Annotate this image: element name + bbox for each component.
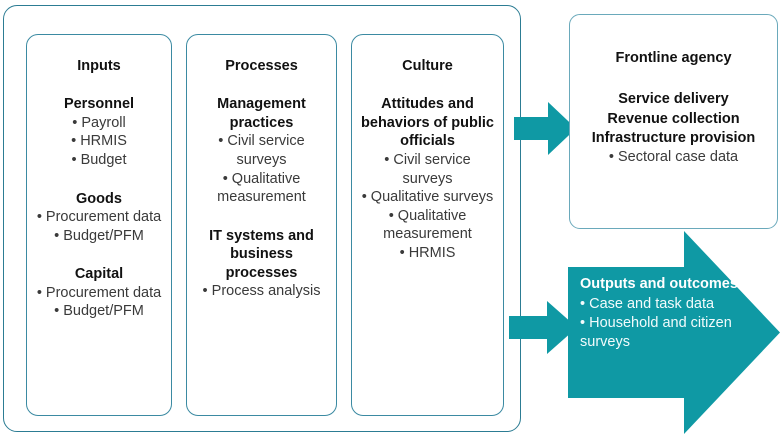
pillar-title-inputs: Inputs xyxy=(77,58,121,74)
list-item: HRMIS xyxy=(33,132,165,151)
list-item: Civil service surveys xyxy=(193,132,330,169)
frontline-agency-content: Service delivery Revenue collection Infr… xyxy=(575,90,772,167)
pillar-card-processes: Processes Management practices Civil ser… xyxy=(186,34,337,416)
pillar-card-culture: Culture Attitudes and behaviors of publi… xyxy=(351,34,504,416)
list-item: Household and citizen surveys xyxy=(580,314,746,352)
frontline-agency-title: Frontline agency xyxy=(615,50,732,66)
list-item: Budget/PFM xyxy=(33,227,165,246)
bullet-list-goods: Procurement data Budget/PFM xyxy=(33,208,165,245)
group-capital: Capital Procurement data Budget/PFM xyxy=(33,265,165,321)
pillar-title-processes: Processes xyxy=(225,58,298,74)
group-heading-it-systems: IT systems and business processes xyxy=(209,227,314,281)
group-heading-capital: Capital xyxy=(74,266,124,283)
group-management-practices: Management practices Civil service surve… xyxy=(193,95,330,206)
frontline-line: Infrastructure provision xyxy=(591,129,756,146)
list-item: Process analysis xyxy=(193,282,330,301)
bullet-list-it-systems: Process analysis xyxy=(193,282,330,301)
group-it-systems: IT systems and business processes Proces… xyxy=(193,227,330,301)
public-sector-production-container: Inputs Personnel Payroll HRMIS Budget Go… xyxy=(3,5,521,432)
list-item: Sectoral case data xyxy=(575,148,772,167)
list-item: Qualitative measurement xyxy=(358,207,497,244)
outputs-and-outcomes-content: Outputs and outcomes Case and task data … xyxy=(580,275,746,351)
list-item: Payroll xyxy=(33,114,165,133)
bullet-list-management-practices: Civil service surveys Qualitative measur… xyxy=(193,132,330,206)
list-item: Qualitative surveys xyxy=(358,188,497,207)
list-item: Procurement data xyxy=(33,284,165,303)
pillar-card-inputs: Inputs Personnel Payroll HRMIS Budget Go… xyxy=(26,34,172,416)
list-item: HRMIS xyxy=(358,244,497,263)
group-heading-management-practices: Management practices xyxy=(217,96,306,131)
frontline-agency-card: Frontline agency Service delivery Revenu… xyxy=(569,14,778,229)
outputs-and-outcomes-title: Outputs and outcomes xyxy=(580,276,738,292)
group-heading-goods: Goods xyxy=(76,190,122,207)
list-item: Budget xyxy=(33,151,165,170)
list-item: Qualitative measurement xyxy=(193,170,330,207)
group-heading-attitudes-behaviors: Attitudes and behaviors of public offici… xyxy=(361,96,494,150)
group-heading-personnel: Personnel xyxy=(63,96,135,113)
bullet-list-capital: Procurement data Budget/PFM xyxy=(33,284,165,321)
list-item: Case and task data xyxy=(580,295,746,314)
frontline-line: Revenue collection xyxy=(607,110,740,127)
group-personnel: Personnel Payroll HRMIS Budget xyxy=(33,95,165,169)
frontline-line: Service delivery xyxy=(618,91,729,108)
list-item: Civil service surveys xyxy=(358,151,497,188)
group-goods: Goods Procurement data Budget/PFM xyxy=(33,190,165,246)
group-attitudes-behaviors: Attitudes and behaviors of public offici… xyxy=(358,95,497,262)
arrow-right-icon-to-outputs xyxy=(509,301,577,354)
pillar-title-culture: Culture xyxy=(402,58,453,74)
arrow-right-icon-to-frontline xyxy=(514,102,576,155)
bullet-list-personnel: Payroll HRMIS Budget xyxy=(33,114,165,170)
list-item: Procurement data xyxy=(33,208,165,227)
list-item: Budget/PFM xyxy=(33,302,165,321)
bullet-list-attitudes-behaviors: Civil service surveys Qualitative survey… xyxy=(358,151,497,262)
outputs-and-outcomes-arrow: Outputs and outcomes Case and task data … xyxy=(568,231,780,434)
outputs-bullet-list: Case and task data Household and citizen… xyxy=(580,295,746,352)
